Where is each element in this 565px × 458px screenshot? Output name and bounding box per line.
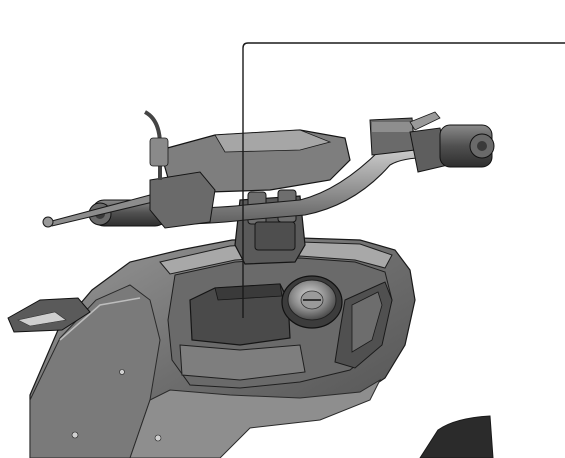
left-panel-edge bbox=[59, 297, 141, 341]
left-indicator-lens bbox=[17, 311, 67, 327]
rivet bbox=[119, 369, 125, 375]
left-switch-housing bbox=[149, 171, 216, 229]
right-brake-lever bbox=[409, 111, 441, 131]
rivet bbox=[154, 434, 162, 442]
fuel-cap bbox=[281, 275, 343, 329]
rivet bbox=[71, 431, 79, 439]
left-grip-assembly bbox=[42, 110, 216, 229]
meter-housing-top bbox=[214, 129, 332, 153]
stem-body bbox=[254, 221, 296, 251]
seat bbox=[419, 415, 494, 458]
lower-panel bbox=[129, 378, 382, 458]
callout-leader-line bbox=[242, 42, 565, 318]
right-panel-slot bbox=[351, 291, 383, 353]
storage-compartment-lip bbox=[214, 283, 283, 301]
compartment-lower-tray bbox=[179, 344, 306, 381]
right-grip-assembly bbox=[369, 111, 495, 173]
